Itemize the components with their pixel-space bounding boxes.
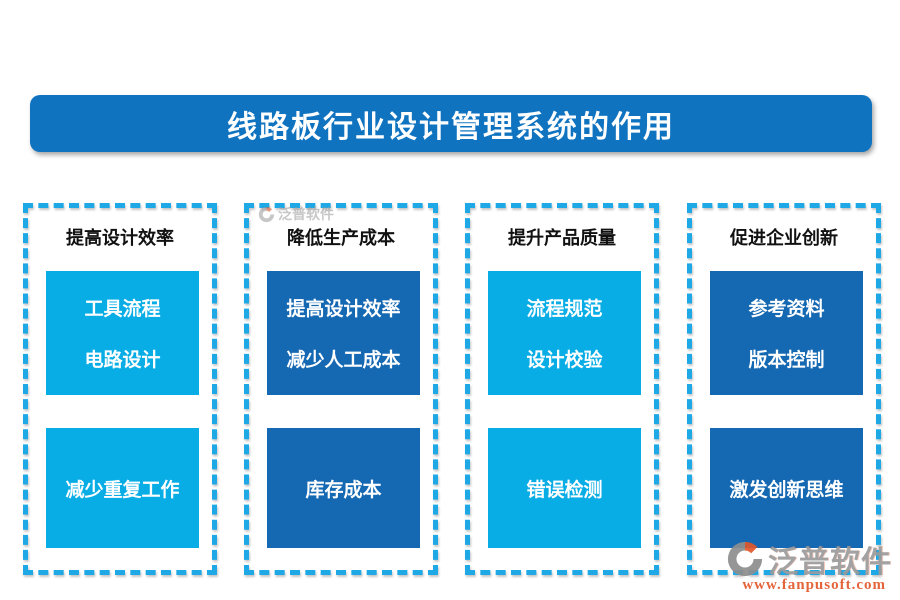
brand-watermark-bottom: 泛普软件 www.fanpusoft.com: [726, 537, 892, 594]
feature-item: 工具流程: [84, 299, 161, 321]
column-design-efficiency: 提高设计效率 工具流程 电路设计 减少重复工作: [23, 203, 217, 575]
feature-item: 参考资料: [748, 299, 825, 321]
column-enterprise-innovation: 促进企业创新 参考资料 版本控制 激发创新思维: [687, 203, 881, 575]
brand-watermark-top: 泛普软件: [258, 204, 334, 224]
feature-item: 库存成本: [305, 479, 382, 501]
fanpu-logo-icon: [258, 206, 275, 222]
feature-item: 版本控制: [748, 349, 825, 371]
feature-item: 错误检测: [526, 479, 603, 501]
brand-name: 泛普软件: [768, 546, 892, 579]
feature-box: 激发创新思维: [710, 428, 863, 548]
feature-item: 减少人工成本: [286, 349, 401, 371]
feature-box: 参考资料 版本控制: [710, 271, 863, 395]
feature-box: 提高设计效率 减少人工成本: [267, 271, 420, 395]
feature-item: 提高设计效率: [286, 299, 401, 321]
column-header: 提高设计效率: [66, 228, 174, 248]
feature-item: 设计校验: [526, 349, 603, 371]
column-header: 提升产品质量: [508, 228, 616, 248]
feature-item: 减少重复工作: [65, 479, 180, 501]
title-banner: 线路板行业设计管理系统的作用: [30, 95, 872, 152]
column-production-cost: 降低生产成本 提高设计效率 减少人工成本 库存成本: [244, 203, 438, 575]
feature-box: 库存成本: [267, 428, 420, 548]
feature-box: 流程规范 设计校验: [488, 271, 641, 395]
feature-box: 减少重复工作: [46, 428, 199, 548]
column-header: 降低生产成本: [287, 228, 395, 248]
feature-box: 错误检测: [488, 428, 641, 548]
feature-box: 工具流程 电路设计: [46, 271, 199, 395]
fanpu-logo-icon: [727, 541, 763, 577]
column-header: 促进企业创新: [730, 228, 838, 248]
brand-url: www.fanpusoft.com: [742, 577, 886, 593]
column-product-quality: 提升产品质量 流程规范 设计校验 错误检测: [465, 203, 659, 575]
feature-item: 流程规范: [526, 299, 603, 321]
brand-name: 泛普软件: [278, 206, 334, 222]
page-title: 线路板行业设计管理系统的作用: [227, 110, 675, 144]
feature-item: 激发创新思维: [729, 479, 844, 501]
feature-item: 电路设计: [84, 349, 161, 371]
